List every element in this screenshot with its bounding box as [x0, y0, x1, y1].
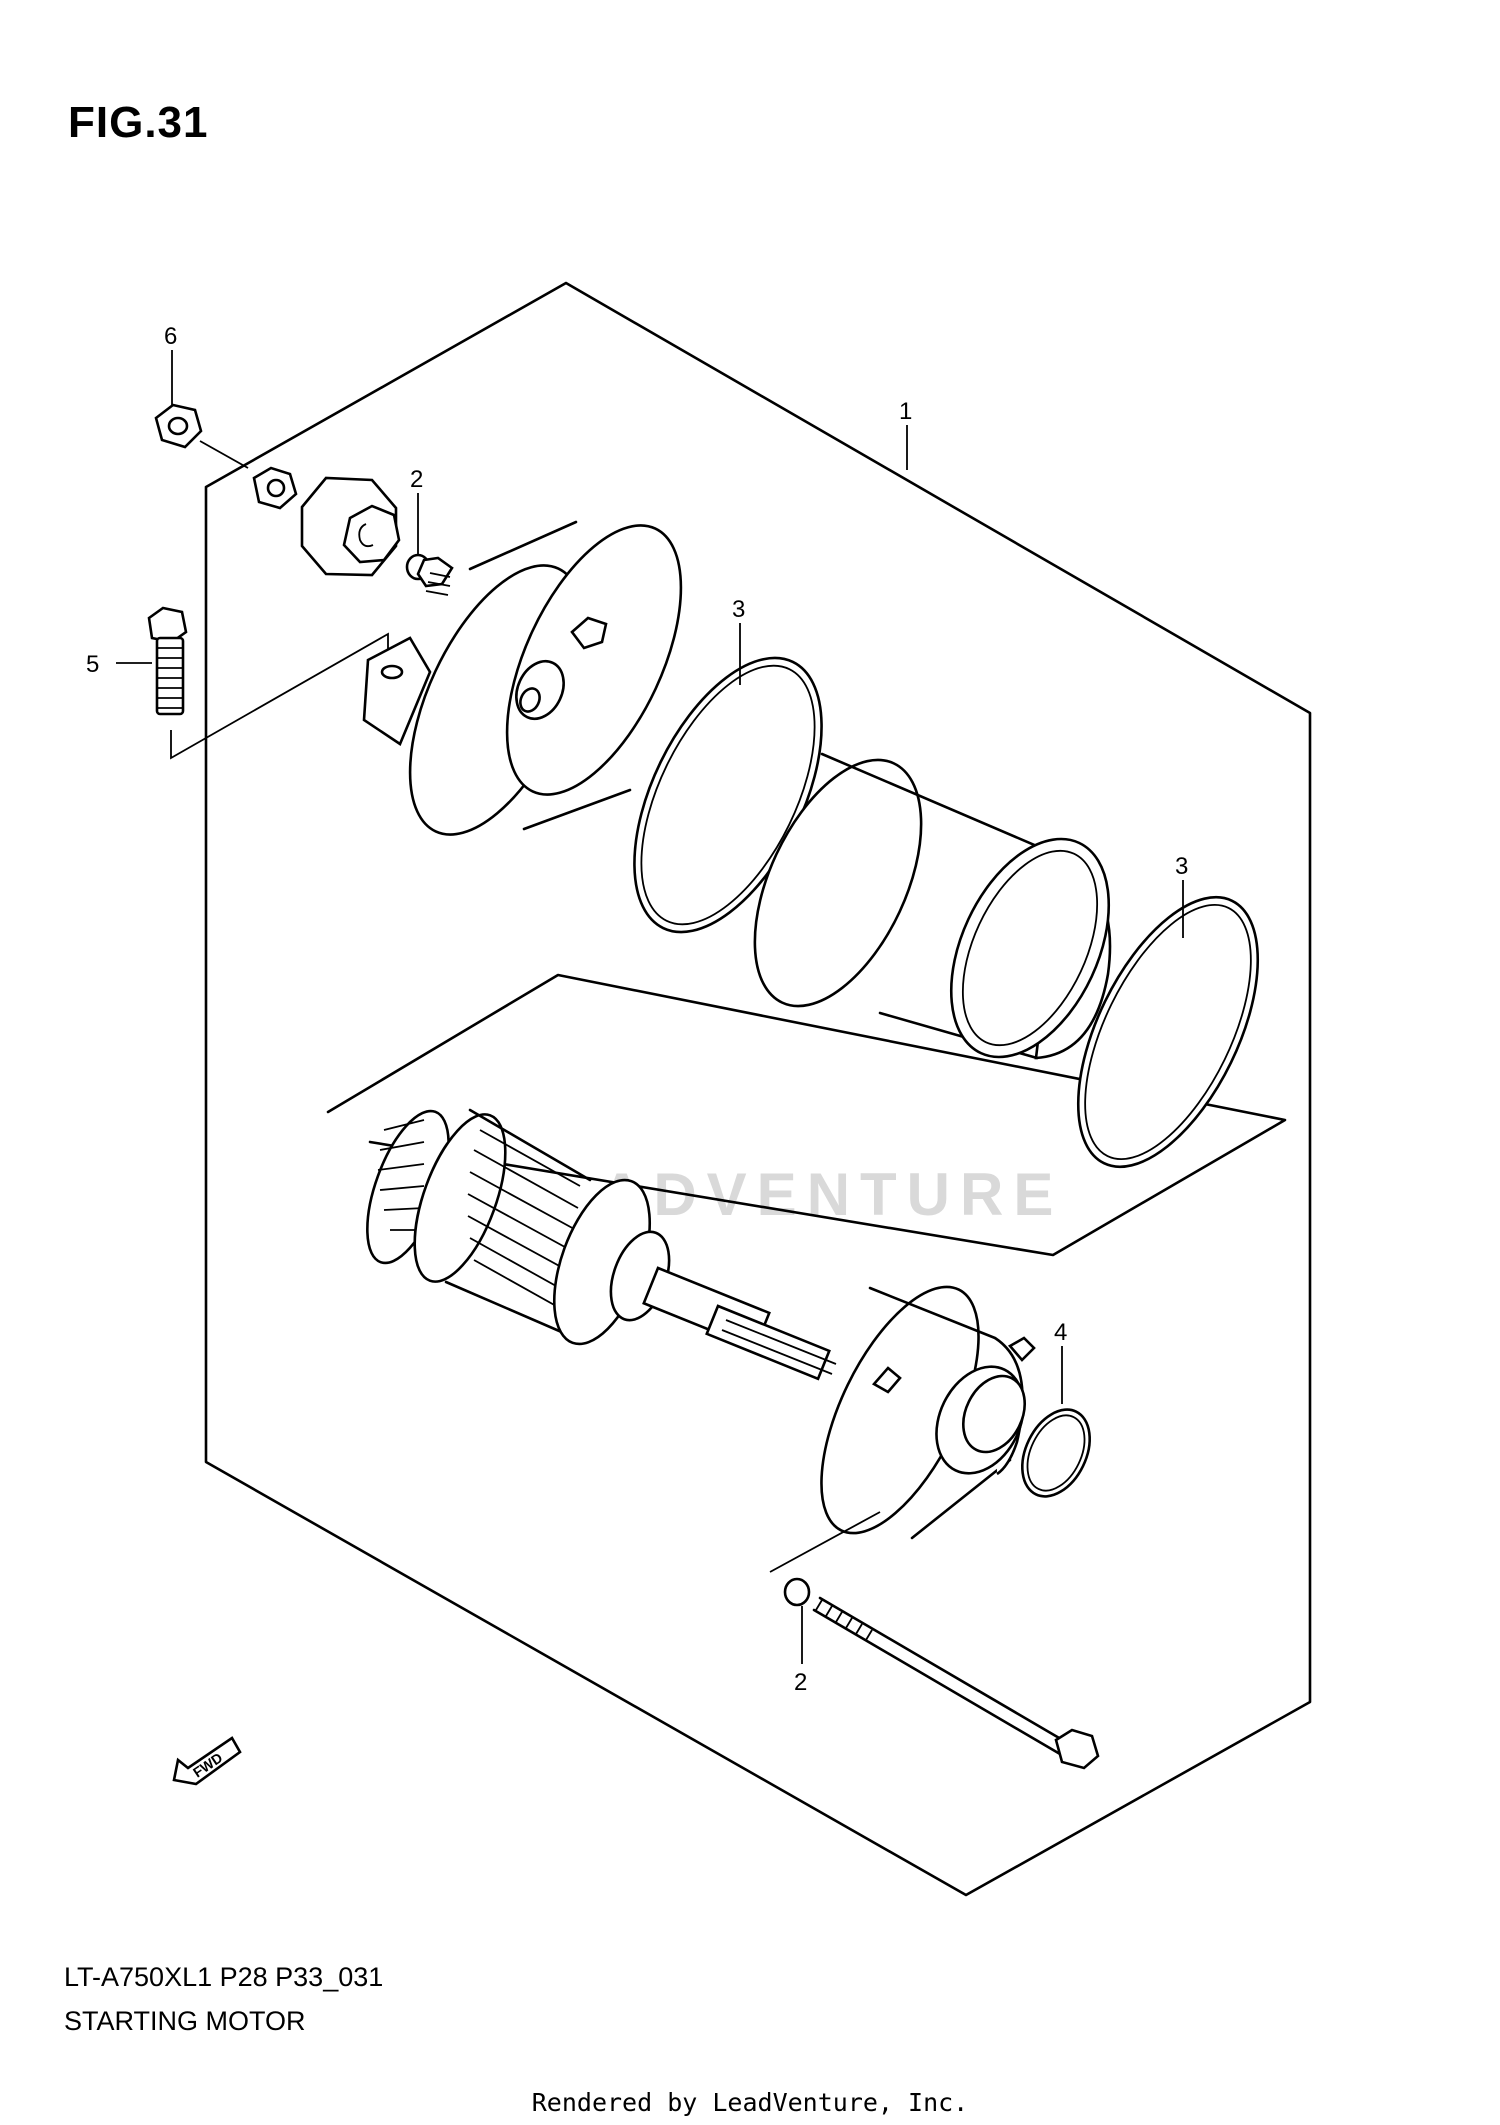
model-caption: LT-A750XL1 P28 P33_031 — [64, 1962, 384, 1992]
through-bolt-part — [812, 1596, 1100, 1770]
rear-housing-part — [362, 520, 683, 836]
armature-group-outline — [326, 973, 1287, 1257]
yoke-housing-part — [753, 752, 1112, 1060]
mounting-bolt-part — [147, 606, 188, 716]
nut-washer-part — [252, 466, 298, 510]
section-caption: STARTING MOTOR — [64, 2006, 306, 2036]
footer-credit: Rendered by LeadVenture, Inc. — [531, 2088, 969, 2117]
callout-5: 5 — [86, 651, 99, 678]
front-housing-part — [820, 1285, 1036, 1540]
armature-part — [366, 1108, 837, 1381]
flange-nut-part — [154, 403, 249, 469]
callout-1: 1 — [899, 398, 912, 425]
o-ring-small-bottom — [783, 1577, 811, 1607]
callout-2-bottom: 2 — [794, 1669, 807, 1696]
o-ring-large-b — [1076, 895, 1260, 1169]
forward-arrow-icon: FWD — [172, 1736, 242, 1786]
callout-4: 4 — [1054, 1319, 1067, 1346]
callout-3-right: 3 — [1175, 853, 1188, 880]
figure-title: FIG.31 — [68, 98, 209, 147]
callout-6: 6 — [164, 323, 177, 350]
terminal-cap-part — [300, 476, 401, 577]
bolt-line-leader — [769, 1511, 881, 1573]
callout-3-left: 3 — [732, 596, 745, 623]
assembly-outline — [204, 281, 1312, 1897]
callout-leaders — [116, 350, 1184, 1664]
bolt-leader — [170, 632, 389, 760]
callout-2-top: 2 — [410, 466, 423, 493]
